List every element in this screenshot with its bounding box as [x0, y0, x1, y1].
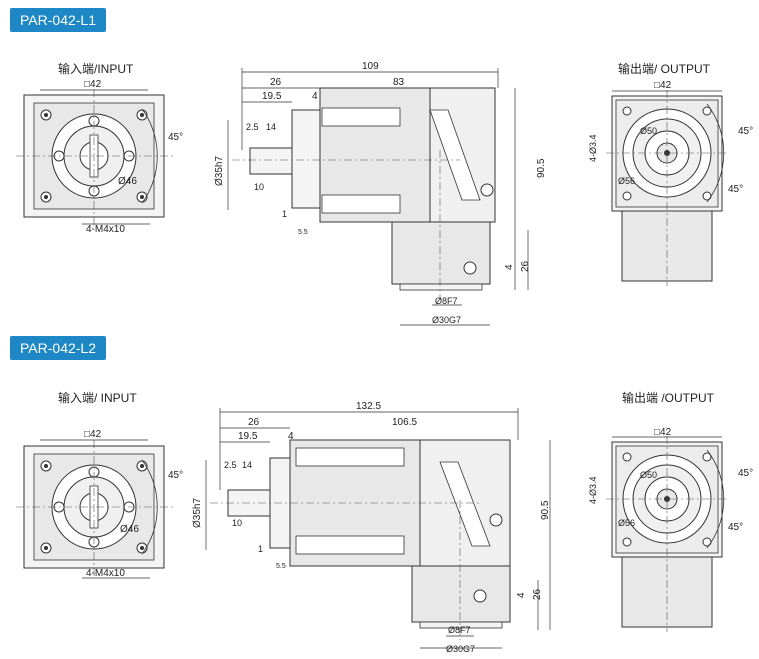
output-angle1-l1: 45°	[738, 126, 753, 137]
model-badge-l1: PAR-042-L1	[10, 8, 107, 32]
side-height-l1: 90.5	[536, 158, 547, 178]
input-pcd-l1: Ø46	[118, 176, 137, 187]
output-pcd-l2: Ø50	[640, 470, 657, 480]
side-d83-l1: 83	[393, 77, 405, 88]
side-d55-l1: 5.5	[298, 229, 308, 236]
input-holes-l2: 4-M4x10	[86, 568, 125, 579]
side-d26-l1: 26	[270, 77, 282, 88]
output-angle2-l2: 45°	[728, 522, 743, 533]
side-d55-l2: 5.5	[276, 563, 286, 570]
input-square-l2: □42	[84, 429, 102, 440]
side-height-l2: 90.5	[540, 500, 551, 520]
side-bore-l2: Ø8F7	[448, 625, 471, 635]
side-d10-l2: 10	[232, 518, 242, 528]
output-bore-l2: Ø56	[618, 518, 635, 528]
side-d25-l1: 2.5	[246, 122, 259, 132]
input-holes-l1: 4-M4x10	[86, 224, 125, 235]
side-d14-l1: 14	[266, 122, 276, 132]
output-bore-l1: Ø56	[618, 176, 635, 186]
side-shaft-l1: Ø35h7	[214, 156, 225, 186]
side-d10-l1: 10	[254, 182, 264, 192]
side-shaft-l2: Ø35h7	[192, 498, 203, 528]
input-view-l1	[15, 88, 175, 226]
side-d26b-l2: 26	[532, 588, 543, 600]
side-d195-l1: 19.5	[262, 91, 282, 102]
side-outer-l2: Ø30G7	[446, 644, 475, 654]
side-d83-l2: 106.5	[392, 417, 417, 428]
side-d25-l2: 2.5	[224, 460, 237, 470]
output-view-l2	[605, 435, 729, 633]
input-view-l2	[15, 439, 175, 577]
side-view-l1	[227, 68, 529, 326]
side-d4-l2: 4	[288, 431, 294, 442]
side-d14-l2: 14	[242, 460, 252, 470]
output-square-l1: □42	[654, 80, 672, 91]
output-square-l2: □42	[654, 427, 672, 438]
output-angle1-l2: 45°	[738, 468, 753, 479]
side-d1-l1: 1	[282, 209, 287, 219]
output-holes-l2: 4-Ø3.4	[588, 476, 598, 504]
input-angle-l1: 45°	[168, 132, 183, 143]
side-view-l2	[205, 408, 551, 649]
side-total-l1: 109	[362, 61, 379, 72]
side-d26b-l1: 26	[520, 260, 531, 272]
input-angle-l2: 45°	[168, 470, 183, 481]
output-holes-l1: 4-Ø3.4	[588, 134, 598, 162]
side-total-l2: 132.5	[356, 401, 381, 412]
side-d4b-l2: 4	[516, 592, 527, 598]
input-label-l2: 输入端/ INPUT	[58, 391, 137, 405]
output-pcd-l1: Ø50	[640, 126, 657, 136]
output-label-l1: 输出端/ OUTPUT	[618, 62, 710, 76]
model-badge-l2: PAR-042-L2	[10, 336, 107, 360]
side-d1-l2: 1	[258, 544, 263, 554]
side-bore-l1: Ø8F7	[435, 296, 458, 306]
output-view-l1	[605, 89, 729, 287]
input-pcd-l2: Ø46	[120, 524, 139, 535]
input-label-l1: 输入端/INPUT	[58, 62, 134, 76]
output-label-l2: 输出端 /OUTPUT	[622, 391, 714, 405]
side-d195-l2: 19.5	[238, 431, 258, 442]
input-square-l1: □42	[84, 79, 102, 90]
output-angle2-l1: 45°	[728, 184, 743, 195]
side-d26-l2: 26	[248, 417, 260, 428]
side-d4b-l1: 4	[504, 264, 515, 270]
side-d4-l1: 4	[312, 91, 318, 102]
side-outer-l1: Ø30G7	[432, 315, 461, 325]
